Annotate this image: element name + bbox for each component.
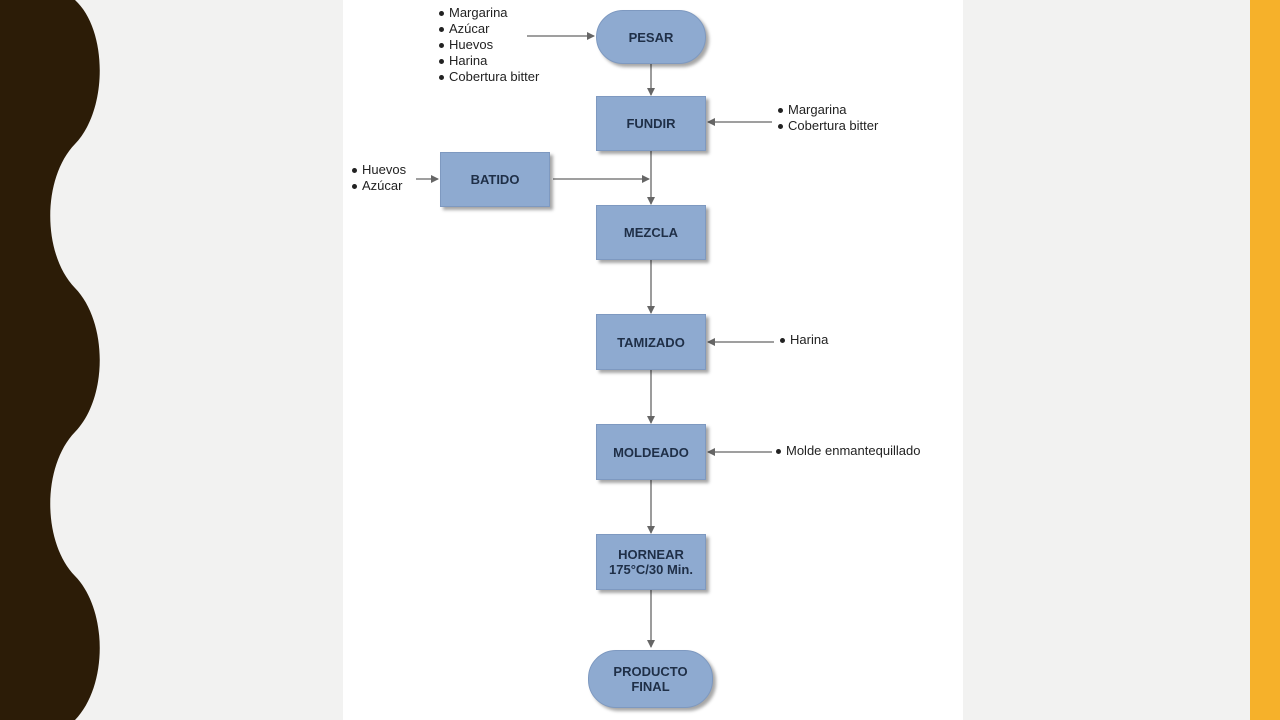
inputs-tamizado: Harina bbox=[780, 332, 828, 348]
node-mezcla-label: MEZCLA bbox=[623, 225, 679, 240]
node-tamizado-label: TAMIZADO bbox=[617, 334, 685, 350]
node-moldeado-label: MOLDEADO bbox=[613, 444, 689, 460]
input-item: Cobertura bitter bbox=[439, 69, 539, 85]
inputs-pesar: Margarina Azúcar Huevos Harina Cobertura… bbox=[439, 5, 539, 85]
inputs-moldeado: Molde enmantequillado bbox=[776, 443, 920, 459]
node-hornear: HORNEAR 175°C/30 Min. bbox=[596, 534, 706, 590]
node-fundir: FUNDIR bbox=[596, 96, 706, 151]
input-item: Margarina bbox=[439, 5, 539, 21]
input-item: Molde enmantequillado bbox=[776, 443, 920, 459]
node-producto-final: PRODUCTO FINAL bbox=[588, 650, 713, 708]
node-hornear-line1: HORNEAR bbox=[618, 547, 684, 562]
input-item: Margarina bbox=[778, 102, 878, 118]
node-tamizado: TAMIZADO bbox=[596, 314, 706, 370]
node-hornear-line2: 175°C/30 Min. bbox=[609, 562, 693, 577]
node-moldeado: MOLDEADO bbox=[596, 424, 706, 480]
node-mezcla: MEZCLA bbox=[596, 205, 706, 260]
node-pesar-label: PESAR bbox=[628, 29, 674, 45]
input-item: Harina bbox=[439, 53, 539, 69]
node-fundir-label: FUNDIR bbox=[626, 116, 676, 131]
input-item: Azúcar bbox=[352, 178, 406, 194]
flowchart-canvas: PESAR FUNDIR BATIDO MEZCLA TAMIZADO MOLD… bbox=[343, 0, 963, 720]
node-producto-line2: FINAL bbox=[631, 679, 670, 694]
flow-arrows bbox=[416, 32, 774, 648]
accent-bar bbox=[1250, 0, 1280, 720]
node-batido: BATIDO bbox=[440, 152, 550, 207]
input-item: Harina bbox=[780, 332, 828, 348]
wavy-border bbox=[0, 0, 100, 720]
input-item: Huevos bbox=[352, 162, 406, 178]
input-item: Cobertura bitter bbox=[778, 118, 878, 134]
inputs-batido: Huevos Azúcar bbox=[352, 162, 406, 194]
node-pesar: PESAR bbox=[596, 10, 706, 64]
input-item: Huevos bbox=[439, 37, 539, 53]
inputs-fundir: Margarina Cobertura bitter bbox=[778, 102, 878, 134]
node-producto-line1: PRODUCTO bbox=[613, 664, 688, 679]
input-item: Azúcar bbox=[439, 21, 539, 37]
node-batido-label: BATIDO bbox=[470, 172, 520, 187]
